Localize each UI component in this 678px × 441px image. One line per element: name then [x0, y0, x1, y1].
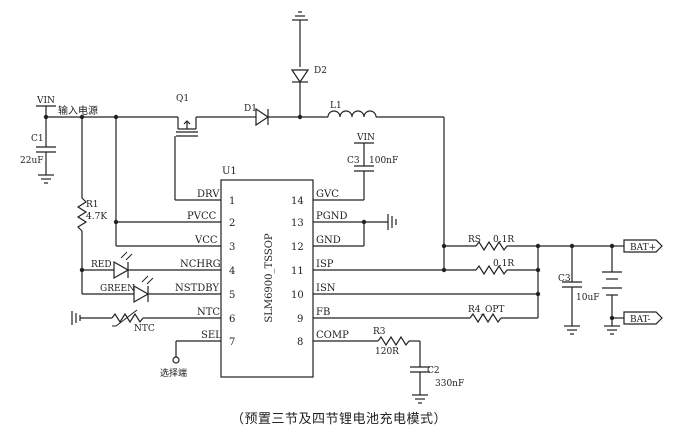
pin-num-9: 9: [297, 314, 303, 325]
pin-name-gvc: GVC: [316, 189, 339, 200]
pin-num-12: 12: [291, 242, 304, 253]
bat-plus-port: BAT+: [612, 239, 663, 253]
battery: [602, 243, 622, 335]
c2-label: C2: [427, 366, 440, 376]
diode-d1: D1: [242, 104, 328, 127]
pin-name-drv: DRV: [197, 189, 220, 200]
r-mid-value: 0.1R: [493, 259, 514, 269]
pin-name-isp: ISP: [316, 259, 334, 270]
mosfet-q1: Q1: [174, 94, 242, 200]
pin-name-pvcc: PVCC: [187, 211, 217, 222]
capacitor-c2: C2 330nF: [410, 341, 464, 404]
pin-num-11: 11: [291, 266, 304, 277]
led-red: RED: [82, 251, 180, 280]
led-green: GREEN: [82, 275, 154, 304]
pin-name-fb: FB: [316, 307, 330, 318]
pin-name-nstdby: NSTDBY: [175, 283, 219, 294]
diode-d2: D2: [290, 11, 327, 117]
capacitor-c3-gvc: VIN C3 100nF: [347, 133, 398, 200]
d2-label: D2: [314, 66, 327, 76]
c3-right-label: C3: [558, 274, 571, 284]
diagram-caption: （预置三节及四节锂电池充电模式）: [230, 412, 447, 427]
red-label: RED: [91, 260, 112, 270]
ic-part-label: SLM6900_TSSOP: [264, 233, 275, 323]
bat-minus-port: BAT-: [612, 311, 663, 325]
pin-num-6: 6: [229, 314, 235, 325]
c3-top-label: C3: [347, 156, 360, 166]
pin-num-8: 8: [297, 337, 303, 348]
pin-num-1: 1: [229, 196, 235, 207]
pin-name-pgnd: PGND: [316, 211, 347, 222]
resistor-r4: R4_OPT: [468, 305, 538, 324]
ic-right-pins: GVC PGND GND ISP ISN FB COMP 14 13 12 11…: [291, 189, 538, 348]
green-label: GREEN: [100, 284, 135, 294]
ic-left-pins: DRV PVCC VCC NCHRG NSTDBY NTC SEL 1 2 3 …: [116, 189, 235, 348]
pin-num-3: 3: [229, 242, 235, 253]
c3-right-value: 10uF: [576, 293, 600, 303]
pin-name-nchrg: NCHRG: [180, 259, 221, 270]
pin-name-gnd: GND: [316, 235, 341, 246]
sel-terminal-label: 选择端: [160, 367, 187, 379]
bat-minus-label: BAT-: [630, 315, 651, 325]
resistor-r3: R3 120R: [373, 327, 420, 357]
thermistor-ntc: NTC: [71, 309, 155, 334]
pin-name-isn: ISN: [316, 283, 336, 294]
c1-value: 22uF: [20, 156, 44, 166]
ic-body: [220, 179, 314, 378]
r3-value: 120R: [375, 347, 399, 357]
r4-label: R4_OPT: [468, 305, 504, 315]
inductor-l1: L1: [327, 101, 445, 270]
pin-name-vcc: VCC: [194, 235, 218, 246]
ic-ref: U1: [222, 166, 237, 177]
c3-top-value: 100nF: [369, 156, 398, 166]
pin-num-14: 14: [291, 196, 304, 207]
input-power-label: 输入电源: [58, 104, 98, 117]
r1-label: R1: [86, 200, 99, 210]
pin-name-sel: SEL: [201, 330, 222, 341]
d1-label: D1: [244, 104, 257, 114]
ground-pgnd: [361, 214, 397, 246]
pin-name-comp: COMP: [316, 330, 349, 341]
pin-num-7: 7: [229, 337, 235, 348]
pin-name-ntc: NTC: [197, 307, 220, 318]
sel-terminal: 选择端: [160, 341, 187, 379]
rs-value: 0.1R: [493, 235, 514, 245]
vin-left-label: VIN: [36, 96, 55, 106]
c2-value: 330nF: [435, 379, 464, 389]
l1-label: L1: [330, 101, 342, 111]
ntc-label: NTC: [134, 324, 155, 334]
pin-num-4: 4: [229, 266, 235, 277]
c1-label: C1: [31, 134, 44, 144]
q1-label: Q1: [176, 94, 189, 104]
resistor-r1: R1 4.7K: [76, 117, 107, 294]
pin-num-2: 2: [229, 218, 235, 229]
pin-num-13: 13: [291, 218, 304, 229]
r3-label: R3: [373, 327, 386, 337]
r1-value: 4.7K: [86, 212, 107, 222]
vin-c3-label: VIN: [356, 133, 375, 143]
resistor-isp: 0.1R: [444, 243, 541, 318]
capacitor-c3-output: C3 10uF: [558, 243, 600, 335]
rs-label: RS: [468, 235, 481, 245]
input-rail: VIN 输入电源: [36, 96, 178, 246]
pin-num-10: 10: [291, 290, 304, 301]
resistor-rs: RS 0.1R: [441, 235, 612, 273]
pin-num-5: 5: [229, 290, 235, 301]
bat-plus-label: BAT+: [630, 243, 656, 253]
capacitor-c1: C1 22uF: [20, 117, 56, 184]
